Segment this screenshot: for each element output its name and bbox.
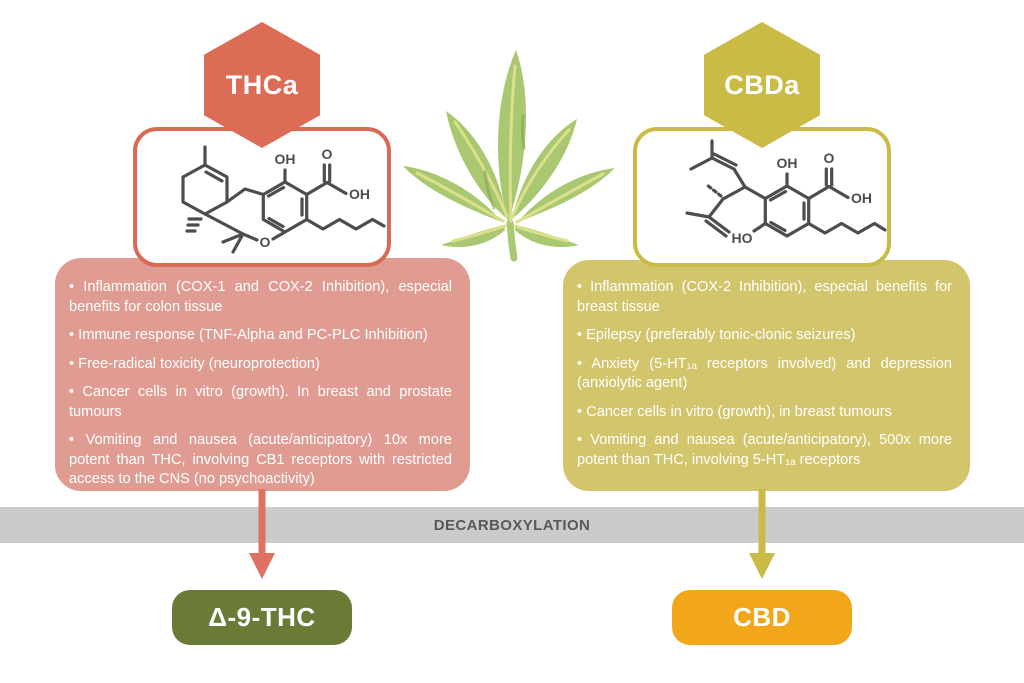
thca-o-ring-label: O xyxy=(260,234,271,250)
benefit-item: • Anxiety (5-HT₁ₐ receptors involved) an… xyxy=(577,355,952,392)
benefit-item: • Vomiting and nausea (acute/anticipator… xyxy=(69,432,452,488)
cbda-title: CBDa xyxy=(724,69,800,100)
benefit-item: • Cancer cells in vitro (growth). In bre… xyxy=(69,384,452,420)
cbda-oh-carboxyl-label: OH xyxy=(851,190,872,206)
benefit-item: • Immune response (TNF-Alpha and PC-PLC … xyxy=(69,327,428,344)
thca-oh-carboxyl-label: OH xyxy=(349,186,370,202)
cbda-benefits-box: • Inflammation (COX-2 Inhibition), espec… xyxy=(563,260,970,491)
thc-product-pill: Δ-9-THC xyxy=(172,590,352,645)
benefit-item: • Inflammation (COX-2 Inhibition), espec… xyxy=(577,279,952,315)
benefit-item: • Free-radical toxicity (neuroprotection… xyxy=(69,355,320,372)
thca-molecule-box: OH O OH O xyxy=(133,127,391,267)
thca-benefits-box: • Inflammation (COX-1 and COX-2 Inhibiti… xyxy=(55,258,470,491)
cbda-molecule-box: OH O OH HO xyxy=(633,127,891,267)
cbda-o-carboxyl-label: O xyxy=(824,150,835,166)
cbda-molecule-structure: OH O OH HO xyxy=(685,139,887,246)
benefit-item: • Inflammation (COX-1 and COX-2 Inhibiti… xyxy=(69,279,452,315)
benefit-item: • Vomiting and nausea (acute/anticipator… xyxy=(577,432,952,468)
thca-title: THCa xyxy=(225,69,299,100)
benefit-item: • Cancer cells in vitro (growth), in bre… xyxy=(577,403,892,420)
thca-molecule-structure: OH O OH O xyxy=(181,145,386,254)
cbda-ho-bottom-label: HO xyxy=(732,230,753,246)
cannabis-leaf-illustration xyxy=(403,50,615,262)
cbda-oh-top-label: OH xyxy=(777,155,798,171)
cbd-product-label: CBD xyxy=(733,602,791,632)
decarboxylation-label: DECARBOXYLATION xyxy=(433,516,591,534)
decarboxylation-band: DECARBOXYLATION xyxy=(0,507,1024,543)
cbd-product-pill: CBD xyxy=(672,590,852,645)
thca-down-arrow-icon xyxy=(249,489,275,579)
thca-oh-top-label: OH xyxy=(275,151,296,167)
benefit-item: • Epilepsy (preferably tonic-clonic seiz… xyxy=(577,327,856,344)
cbda-down-arrow-icon xyxy=(749,489,775,579)
thca-o-carboxyl-label: O xyxy=(322,146,333,162)
thc-product-label: Δ-9-THC xyxy=(208,602,316,632)
